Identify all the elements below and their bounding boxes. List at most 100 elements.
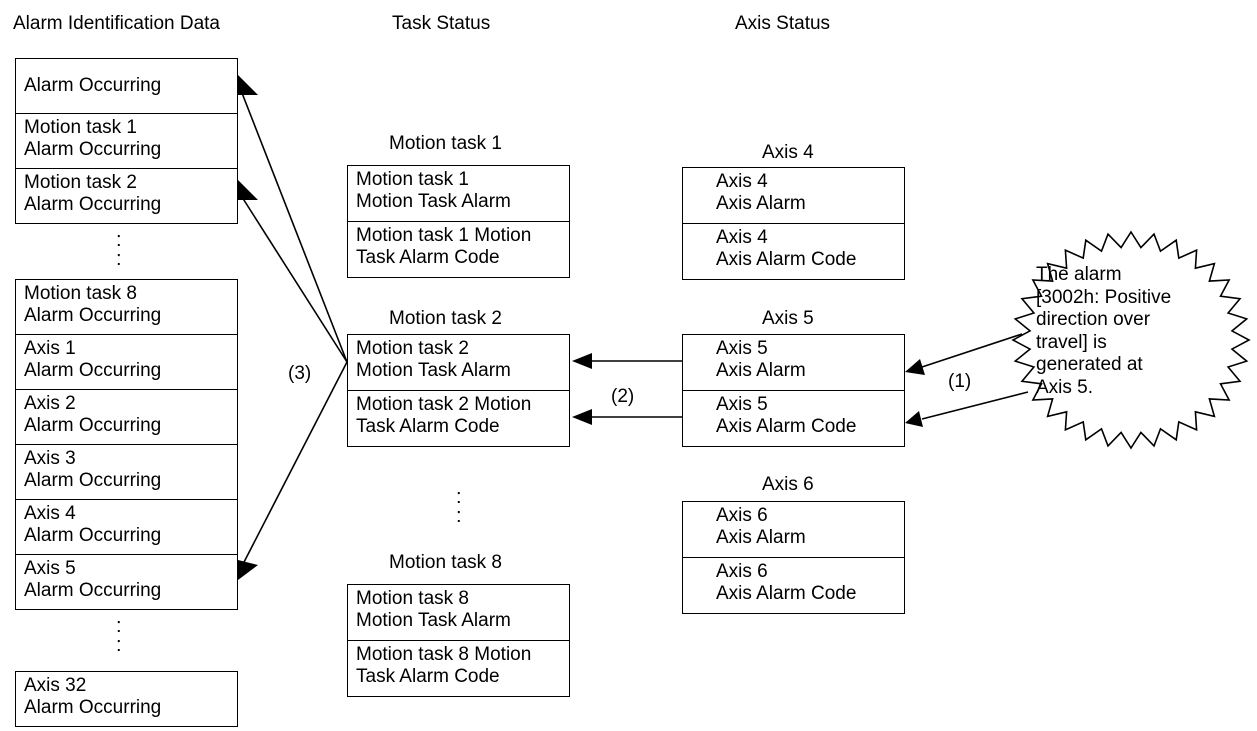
alarm-cell-line: Alarm Occurring [24, 194, 162, 215]
task2-motion-task-alarm: Motion task 2 Motion Task Alarm [347, 334, 570, 391]
arrow-callout-to-axis-alarm [921, 333, 1023, 368]
axis6-axis-alarm-code: Axis 6 Axis Alarm Code [682, 557, 905, 614]
axis-cell-line: Axis 4 [716, 227, 768, 248]
alarm-list-ellipsis-2: : : [116, 615, 122, 656]
task-cell-line: Task Alarm Code [356, 666, 500, 687]
alarm-cell-line: Axis 2 [24, 393, 76, 414]
alarm-cell-line: Motion task 8 [24, 283, 137, 304]
alarm-cell-axis-5: Axis 5 Alarm Occurring [15, 554, 238, 610]
axis4-axis-alarm-code: Axis 4 Axis Alarm Code [682, 223, 905, 280]
axis-cell-line: Axis 4 [716, 171, 768, 192]
task-cell-line: Task Alarm Code [356, 416, 500, 437]
task-cell-line: Motion task 8 Motion [356, 644, 532, 665]
alarm-list-ellipsis-1: : : [116, 229, 122, 270]
task-cell-line: Motion task 1 Motion [356, 225, 532, 246]
alarm-cell-motion-task-1: Motion task 1 Alarm Occurring [15, 113, 238, 169]
task-cell-line: Motion task 8 [356, 588, 469, 609]
axis-cell-line: Axis Alarm [716, 193, 806, 214]
axis-cell-line: Axis Alarm Code [716, 416, 857, 437]
callout-line: generated at [1036, 354, 1143, 375]
callout-line: Axis 5. [1036, 376, 1094, 398]
task-title-motion-task-1: Motion task 1 [389, 133, 502, 154]
axis-cell-line: Axis Alarm Code [716, 583, 857, 604]
alarm-cell-motion-task-2: Motion task 2 Alarm Occurring [15, 168, 238, 224]
axis-cell-line: Axis Alarm Code [716, 249, 857, 270]
arrowhead-axis-5 [238, 560, 258, 580]
connector-to-motion-task-2 [241, 196, 348, 363]
step1-arrowheads [905, 359, 925, 427]
alarm-cell-line: Alarm Occurring [24, 580, 162, 601]
alarm-cell-line: Alarm Occurring [24, 360, 162, 381]
task-cell-line: Motion Task Alarm [356, 360, 511, 381]
step-label-3: (3) [288, 363, 312, 384]
task-cell-line: Task Alarm Code [356, 247, 500, 268]
step-label-1: (1) [948, 371, 972, 392]
alarm-cell-line: Axis 1 [24, 338, 76, 359]
axis-title-axis-5: Axis 5 [762, 308, 814, 329]
callout-starburst [1011, 230, 1251, 450]
axis-cell-line: Axis Alarm [716, 360, 806, 381]
alarm-cell-motion-task-8: Motion task 8 Alarm Occurring [15, 279, 238, 335]
axis-cell-line: Axis 6 [716, 561, 768, 582]
axis-cell-line: Axis 5 [716, 394, 768, 415]
header-task-status: Task Status [392, 13, 491, 34]
connector-to-alarm-occurring [241, 92, 348, 363]
task-cell-line: Motion task 2 [356, 338, 469, 359]
axis-cell-line: Axis 6 [716, 505, 768, 526]
task2-motion-task-alarm-code: Motion task 2 Motion Task Alarm Code [347, 390, 570, 447]
alarm-cell-axis-4: Axis 4 Alarm Occurring [15, 499, 238, 555]
alarm-cell-line: Motion task 2 [24, 172, 137, 193]
alarm-cell-line: Alarm Occurring [24, 415, 162, 436]
header-alarm-identification-data: Alarm Identification Data [13, 13, 220, 34]
alarm-cell-line: Axis 4 [24, 503, 76, 524]
alarm-cell-line: Alarm Occurring [24, 525, 162, 546]
alarm-cell-alarm-occurring: Alarm Occurring [15, 58, 238, 114]
header-axis-status: Axis Status [735, 13, 831, 34]
alarm-cell-line: Alarm Occurring [24, 139, 162, 160]
callout-line: The alarm [1036, 264, 1122, 285]
arrowhead-axis-code [905, 411, 923, 427]
task1-motion-task-alarm: Motion task 1 Motion Task Alarm [347, 165, 570, 222]
task-cell-line: Motion Task Alarm [356, 191, 511, 212]
axis-title-axis-6: Axis 6 [762, 474, 814, 495]
alarm-cell-axis-2: Axis 2 Alarm Occurring [15, 389, 238, 445]
task-cell-line: Motion Task Alarm [356, 610, 511, 631]
task8-motion-task-alarm-code: Motion task 8 Motion Task Alarm Code [347, 640, 570, 697]
alarm-cell-line: Alarm Occurring [24, 305, 162, 326]
alarm-cell-line: Alarm Occurring [24, 470, 162, 491]
arrowhead-alarm-occurring [238, 75, 258, 95]
alarm-cell-line: Alarm Occurring [24, 75, 162, 96]
alarm-cell-axis-3: Axis 3 Alarm Occurring [15, 444, 238, 500]
task-title-motion-task-8: Motion task 8 [389, 552, 502, 573]
callout-line: direction over [1036, 309, 1151, 330]
task-title-motion-task-2: Motion task 2 [389, 308, 502, 329]
task1-motion-task-alarm-code: Motion task 1 Motion Task Alarm Code [347, 221, 570, 278]
step-label-2: (2) [611, 386, 635, 407]
alarm-cell-line: Alarm Occurring [24, 697, 162, 718]
task-cell-line: Motion task 1 [356, 169, 469, 190]
arrowhead-axis-alarm [905, 359, 925, 375]
axis-cell-line: Axis 5 [716, 338, 768, 359]
axis-title-axis-4: Axis 4 [762, 142, 814, 163]
step2-arrows [590, 360, 682, 418]
step2-arrowheads [572, 353, 592, 425]
alarm-cell-line: Axis 32 [24, 675, 87, 696]
step3-connectors [241, 92, 348, 567]
axis5-axis-alarm-code: Axis 5 Axis Alarm Code [682, 390, 905, 447]
alarm-cell-line: Axis 3 [24, 448, 76, 469]
alarm-cell-line: Motion task 1 [24, 117, 137, 138]
alarm-cell-axis-1: Axis 1 Alarm Occurring [15, 334, 238, 390]
arrow-callout-to-axis-code [921, 391, 1029, 420]
connector-to-axis-5 [241, 361, 348, 567]
arrowhead-task-alarm [572, 353, 592, 369]
callout-text: The alarm [3002h: Positive direction ove… [1036, 264, 1171, 399]
axis-cell-line: Axis Alarm [716, 527, 806, 548]
axis5-axis-alarm: Axis 5 Axis Alarm [682, 334, 905, 391]
alarm-cell-line: Axis 5 [24, 558, 76, 579]
task-list-ellipsis: : : [456, 486, 462, 527]
axis6-axis-alarm: Axis 6 Axis Alarm [682, 501, 905, 558]
callout-line: travel] is [1036, 331, 1107, 353]
alarm-cell-axis-32: Axis 32 Alarm Occurring [15, 671, 238, 727]
